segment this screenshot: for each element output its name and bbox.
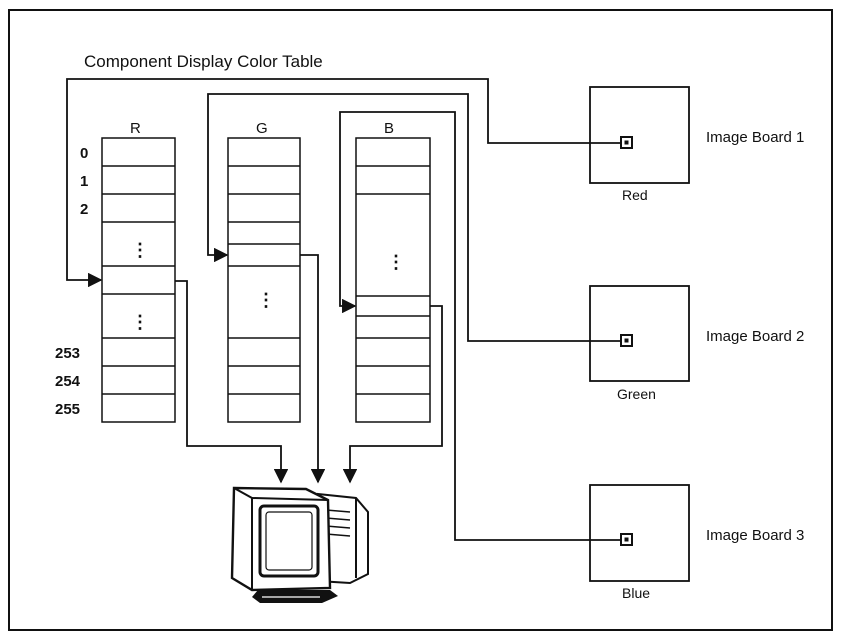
board-color-blue: Blue: [622, 585, 650, 601]
board-label-1: Image Board 1: [706, 129, 804, 146]
ellipsis-r-1: ⋮: [131, 240, 149, 260]
row-number-1: 1: [80, 173, 88, 190]
table-b: ⋮: [356, 138, 430, 422]
image-board-1: [590, 87, 689, 183]
image-board-2: [590, 286, 689, 381]
table-r: ⋮ ⋮: [102, 138, 175, 422]
monitor-icon: [232, 488, 368, 603]
column-label-r: R: [130, 120, 141, 137]
column-label-g: G: [256, 120, 268, 137]
board-color-red: Red: [622, 187, 648, 203]
column-label-b: B: [384, 120, 394, 137]
row-number-253: 253: [55, 345, 80, 362]
ellipsis-b: ⋮: [387, 252, 405, 272]
connector-g-to-monitor: [300, 255, 318, 482]
board-color-green: Green: [617, 386, 656, 402]
image-board-3: [590, 485, 689, 581]
diagram-title: Component Display Color Table: [84, 52, 323, 71]
ellipsis-r-2: ⋮: [131, 312, 149, 332]
ellipsis-g: ⋮: [257, 290, 275, 310]
row-number-254: 254: [55, 373, 81, 390]
connector-board1-to-r: [67, 79, 621, 280]
board-label-3: Image Board 3: [706, 527, 804, 544]
row-number-0: 0: [80, 145, 88, 162]
board-label-2: Image Board 2: [706, 328, 804, 345]
row-number-255: 255: [55, 401, 80, 418]
row-number-2: 2: [80, 201, 88, 218]
table-g: ⋮: [228, 138, 300, 422]
connector-board3-to-b: [340, 112, 621, 540]
